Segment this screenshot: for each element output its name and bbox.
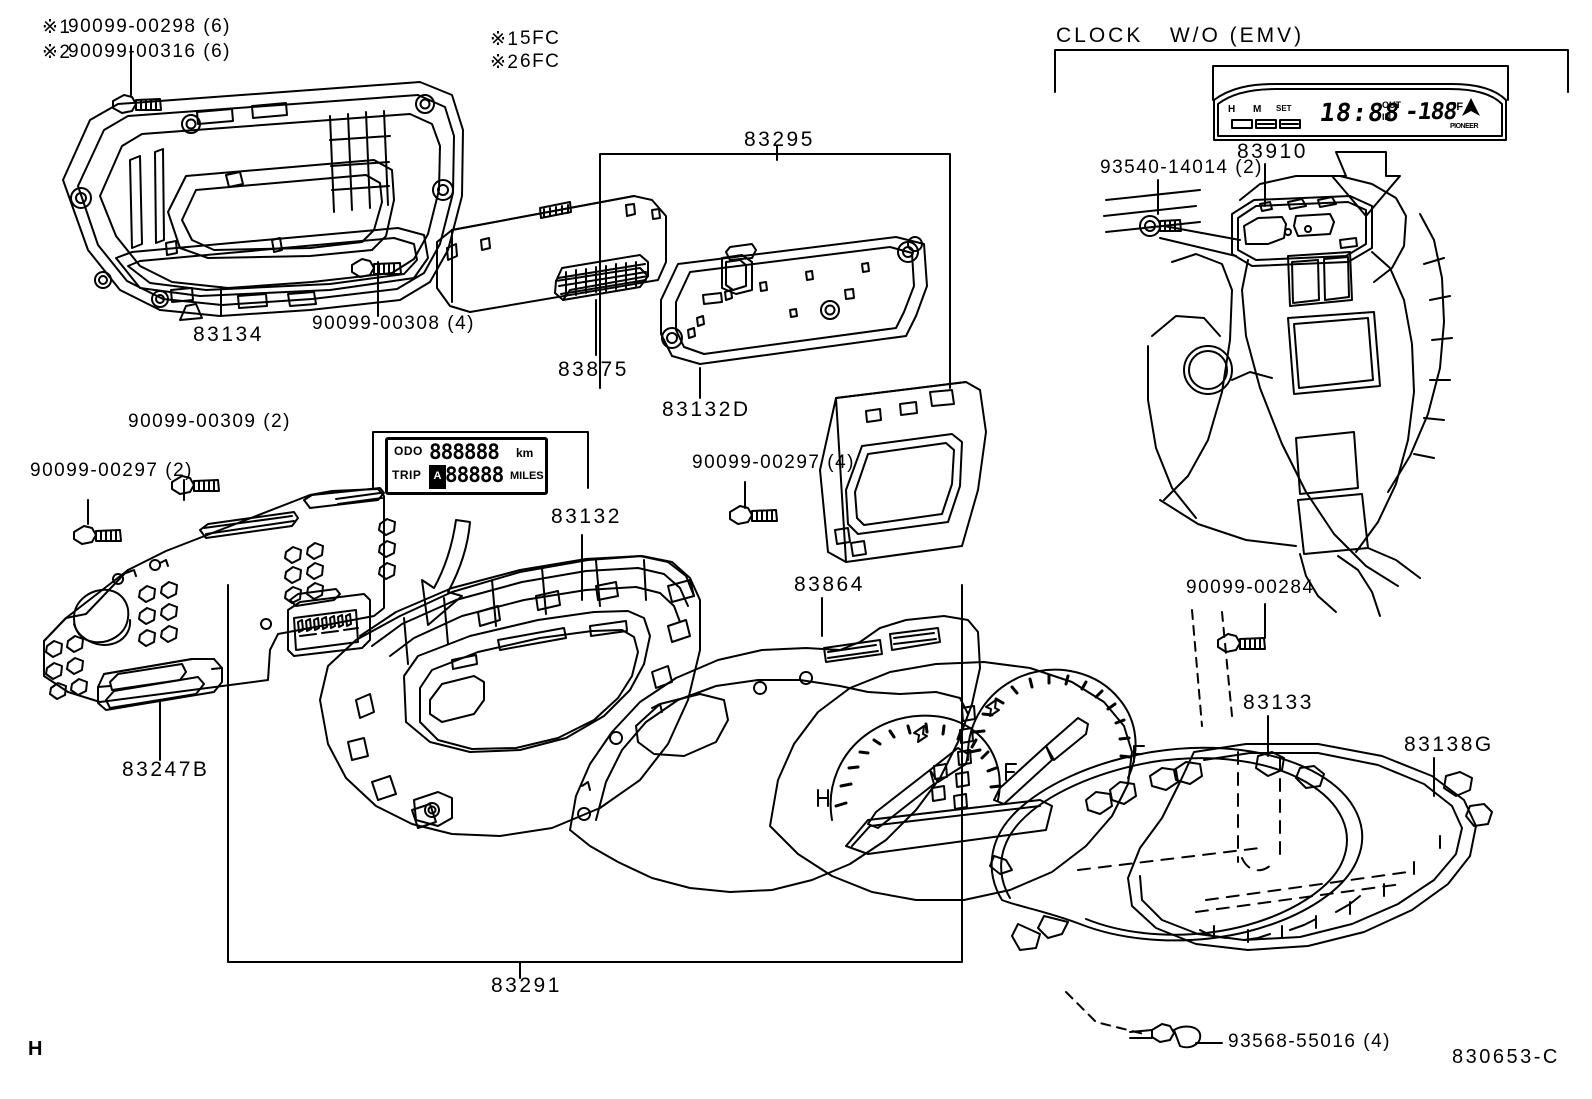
fastener-label-93568-55016: 93568-55016 (4) <box>1228 1031 1391 1052</box>
odometer-display: ODO 888888 km TRIP A 88888 MILES <box>385 437 548 495</box>
screw-90099-00308 <box>351 258 402 278</box>
bracket-83295 <box>599 145 951 389</box>
part-83133-lens-ring <box>989 746 1364 951</box>
part-label-83875: 83875 <box>558 358 629 381</box>
bulb-sockets <box>45 518 396 700</box>
note-part-1: 90099-00298 (6) <box>68 16 231 37</box>
gauge-left <box>817 714 1017 829</box>
bracket-odometer <box>372 431 589 489</box>
part-label-83132D: 83132D <box>662 398 751 421</box>
clock-temperature: -188 <box>1403 99 1459 125</box>
part-label-83247B: 83247B <box>122 758 210 781</box>
trip-marker: A <box>429 465 446 489</box>
fastener-label-90099-00309: 90099-00309 (2) <box>128 411 291 432</box>
part-label-83133: 83133 <box>1243 691 1314 714</box>
part-label-83132: 83132 <box>551 505 622 528</box>
screw-90099-00297-b <box>729 505 778 525</box>
legend-mark-1: ※1 <box>490 29 520 50</box>
note-mark-2: ※2 <box>42 42 72 63</box>
part-83138G-lens <box>1127 743 1493 951</box>
screw-90099-00284 <box>1191 609 1266 727</box>
pioneer-logo-icon <box>1462 98 1480 116</box>
legend-mark-2: ※2 <box>490 52 520 73</box>
dashboard-illustration <box>1147 175 1453 617</box>
legend-value-1: 5FC <box>520 28 561 49</box>
trip-label: TRIP <box>392 468 422 482</box>
odo-digits: 888888 <box>429 440 500 464</box>
fastener-label-90099-00297-b: 90099-00297 (4) <box>692 452 855 473</box>
part-83910-clock-body <box>1231 195 1373 267</box>
fastener-label-90099-00308: 90099-00308 (4) <box>312 313 475 334</box>
trip-unit: MILES <box>510 470 544 482</box>
part-label-83295: 83295 <box>744 128 815 151</box>
bracket-83291 <box>227 584 963 963</box>
fastener-label-93540-14014: 93540-14014 (2) <box>1100 157 1263 178</box>
clock-button-set[interactable]: SET <box>1276 104 1292 113</box>
bracket-clock-group <box>1054 49 1569 101</box>
part-83295-board <box>436 195 667 313</box>
screw-90099-00297-a <box>73 525 122 545</box>
part-83132D-plate <box>660 236 928 365</box>
part-label-83134: 83134 <box>193 323 264 346</box>
note-mark-1: ※1 <box>42 17 72 38</box>
part-83864-cover <box>569 615 981 893</box>
screw-93568-55016 <box>1065 991 1202 1049</box>
part-83132-case <box>319 555 701 837</box>
note-part-2: 90099-00316 (6) <box>68 41 231 62</box>
clock-in-label: IN <box>1382 112 1391 122</box>
part-83291-circuit-sheet <box>43 487 396 703</box>
screw-90099-00309 <box>171 475 220 495</box>
sheet-corner-mark: H <box>28 1038 44 1060</box>
clock-button-h[interactable]: H <box>1228 104 1236 115</box>
clock-lcd-unit <box>1213 83 1507 141</box>
clock-out-label: OUT <box>1382 100 1401 110</box>
part-label-83910: 83910 <box>1237 140 1308 163</box>
sheet-drawing-number: 830653-C <box>1452 1046 1560 1068</box>
odo-unit: km <box>516 446 534 460</box>
part-83875-pad <box>554 254 649 301</box>
trip-digits: 88888 <box>445 463 504 487</box>
clock-temp-unit: °F <box>1452 101 1464 113</box>
part-83864-bracket-upper <box>819 381 987 563</box>
odo-label: ODO <box>394 444 423 458</box>
screw-93540-14014 <box>1103 189 1241 257</box>
fastener-label-90099-00284: 90099-00284 <box>1186 577 1315 598</box>
install-direction-arrow <box>1331 151 1401 217</box>
legend-value-2: 6FC <box>520 51 561 72</box>
clock-group-title: CLOCK W/O (EMV) <box>1056 24 1305 47</box>
part-label-83864: 83864 <box>794 573 865 596</box>
clock-button-m[interactable]: M <box>1253 104 1262 115</box>
assembly-arrow-left <box>421 519 471 626</box>
part-83247B-strip <box>97 658 223 711</box>
screw-90099-00298 <box>112 94 162 114</box>
part-label-83138G: 83138G <box>1404 733 1494 756</box>
fastener-label-90099-00297-a: 90099-00297 (2) <box>30 460 193 481</box>
part-label-83291: 83291 <box>491 974 562 997</box>
leader-lines <box>87 45 1435 1044</box>
clock-brand: PIONEER <box>1450 123 1479 130</box>
part-83134-housing <box>62 81 464 321</box>
